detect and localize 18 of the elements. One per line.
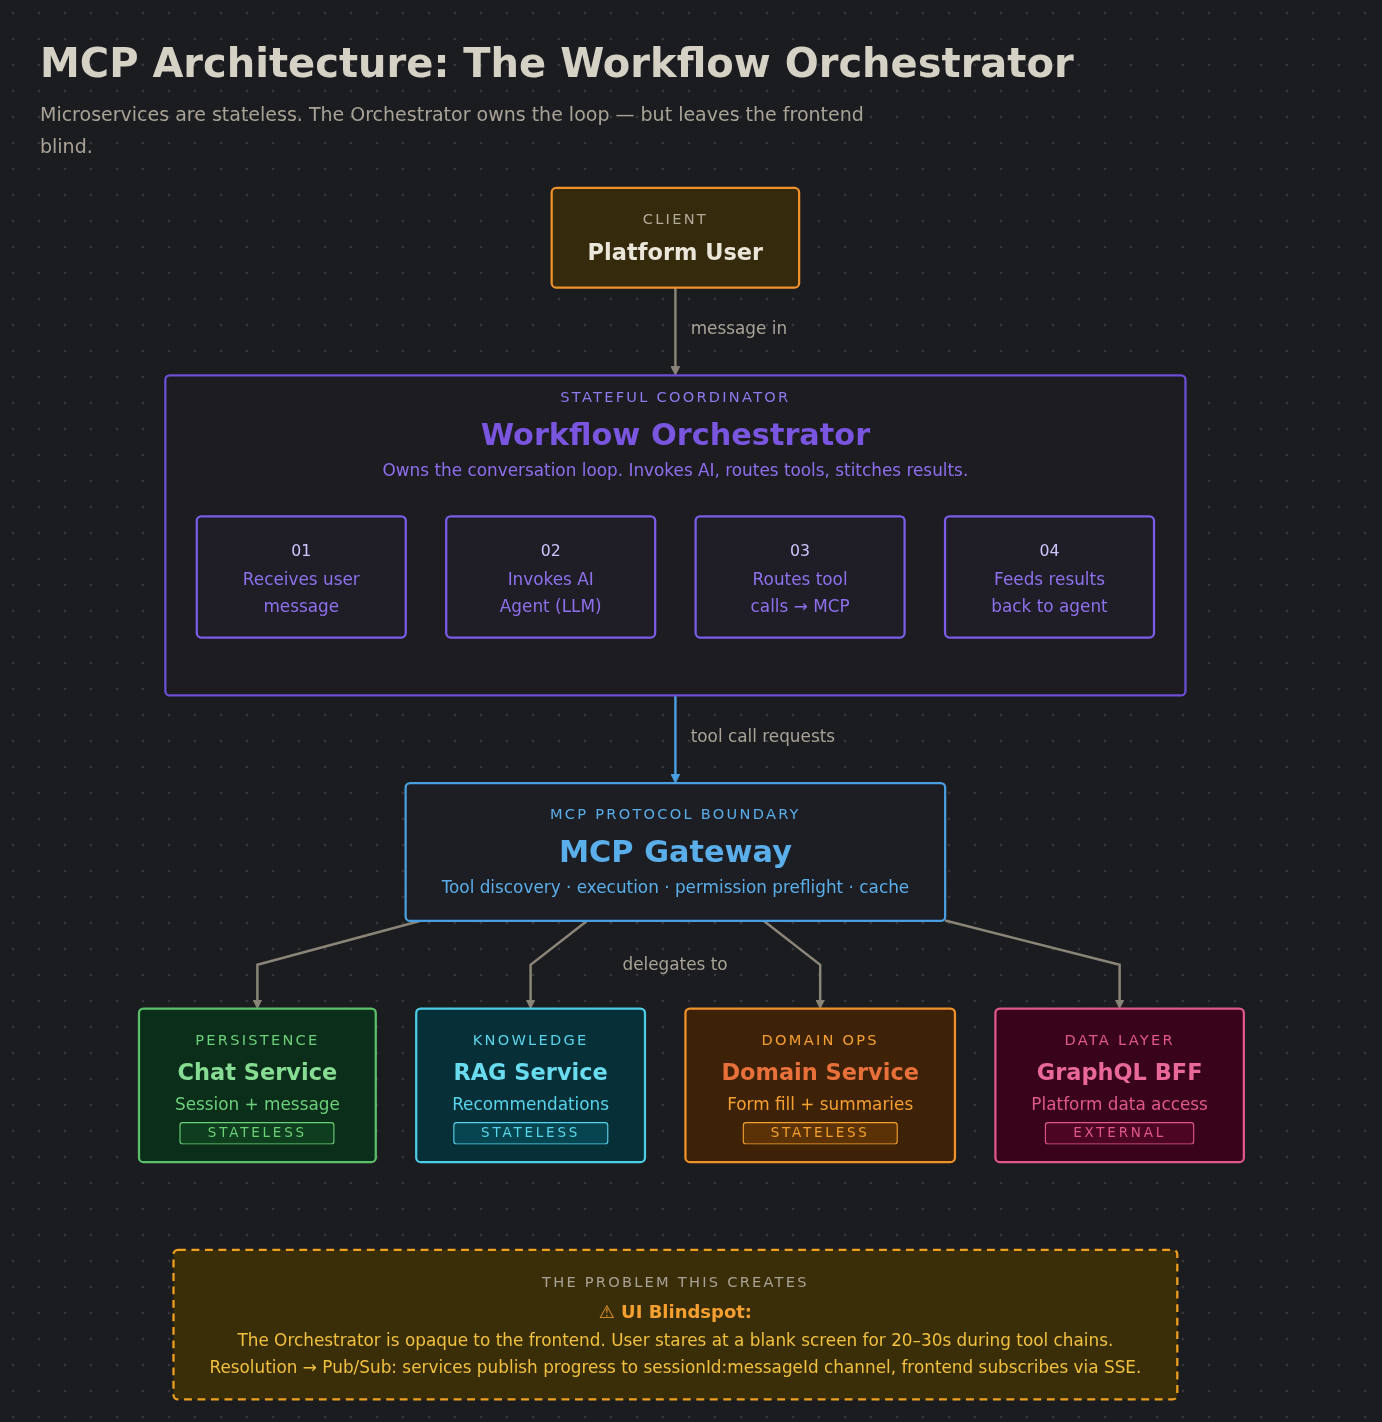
node-box: DATA LAYER GraphQL BFF Platform data access EXTERNAL (993, 1007, 1245, 1163)
subtitle: Microservices are stateless. The Orchestrator owns the loop — but leaves the frontend blind. (40, 102, 865, 160)
node-box: 01 Receives user message (195, 514, 407, 639)
annotation-text: delegates to (622, 953, 728, 975)
arrow (252, 919, 420, 1009)
diagram-title: MCP Architecture: The Workflow Orchestrator (40, 40, 1074, 86)
edge-label: message in (690, 318, 788, 340)
node-box: MCP PROTOCOL BOUNDARY MCP Gateway Tool discovery · execution · permission preflight · cache (404, 781, 946, 922)
arrow (944, 918, 1125, 1009)
node-box: KNOWLEDGE RAG Service Recommendations STATELESS (414, 1007, 646, 1163)
node-box: CLIENT Platform User (550, 186, 800, 289)
edge-label: tool call requests (690, 726, 836, 748)
node-box: 02 Invokes AI Agent (LLM) (444, 514, 656, 639)
node-box: PERSISTENCE Chat Service Session + message STATELESS (137, 1007, 377, 1163)
node-box: 04 Feeds results back to agent (943, 514, 1155, 639)
node-box: 03 Routes tool calls → MCP (694, 514, 906, 639)
node-box: DOMAIN OPS Domain Service Form fill + summaries STATELESS (683, 1007, 956, 1163)
node-box: THE PROBLEM THIS CREATES ⚠ UI Blindspot: The Orchestrator is opaque to the frontend. User stares at a blank screen for 20–30s during tool chains. Resolution → Pub/Sub: services publish progress to sessionId:messageId channel, frontend subscribes via SSE. (171, 1248, 1178, 1401)
